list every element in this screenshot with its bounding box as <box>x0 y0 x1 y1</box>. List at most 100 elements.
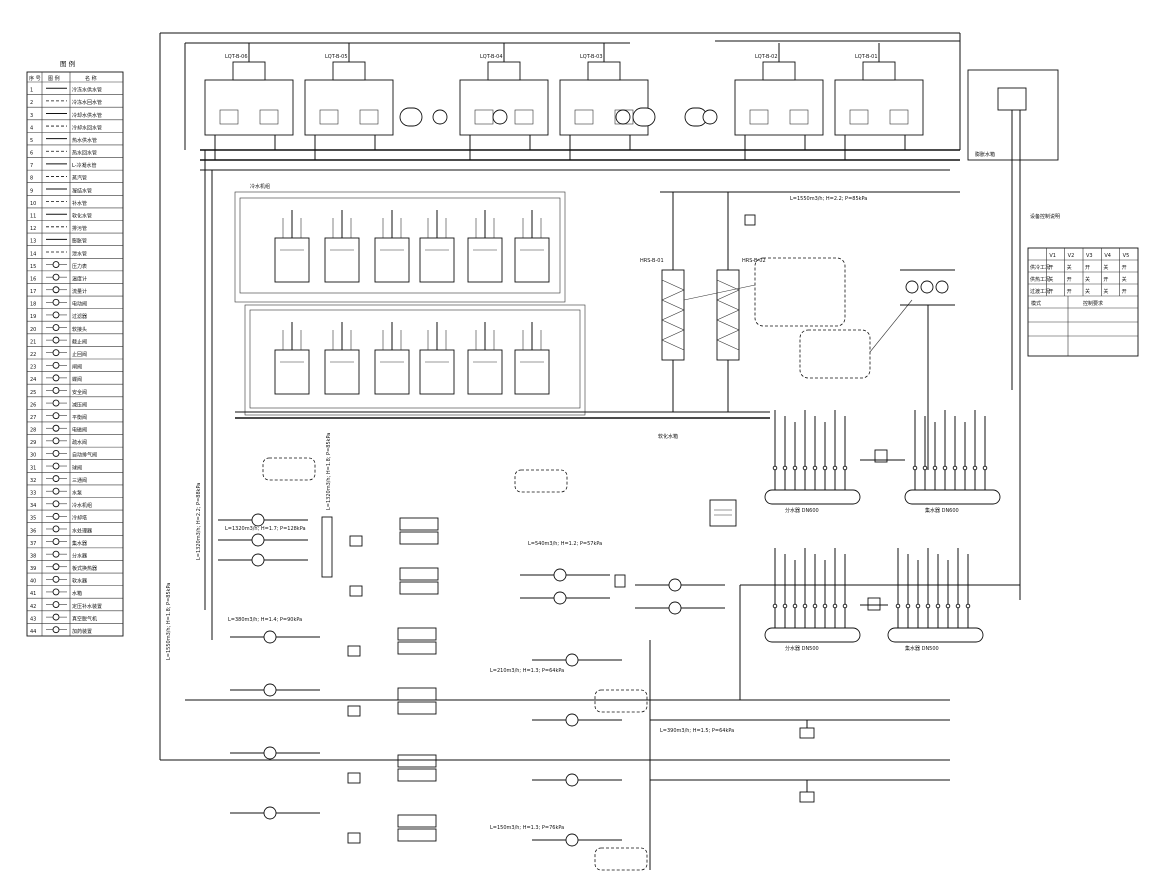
equipment-box <box>397 641 437 655</box>
pump <box>263 683 277 697</box>
cooling-tower <box>834 79 924 136</box>
chiller-unit <box>324 237 360 283</box>
cooling-tower <box>559 79 649 136</box>
legend-device-symbol <box>52 525 60 533</box>
tower-id: LQT-B-03 <box>580 54 603 60</box>
cooling-tower <box>304 79 394 136</box>
cooling-tower <box>734 79 824 136</box>
legend-row-no: 40 <box>30 579 36 585</box>
chillers-group <box>274 210 550 395</box>
header-c-label: 分水器 DN500 <box>785 645 819 652</box>
control-table-cell: 关 <box>1067 264 1072 271</box>
legend-row-no: 11 <box>30 214 36 220</box>
legend-row-no: 36 <box>30 528 36 534</box>
control-table-foot-a: 模式 <box>1031 300 1041 307</box>
tower-fan-housing <box>762 61 796 81</box>
legend-device-symbol <box>52 500 60 508</box>
control-table-cell: 开 <box>1048 265 1053 271</box>
control-table-cell: 供冷工况 <box>1030 264 1050 271</box>
legend-row-no: 14 <box>30 251 36 257</box>
control-table-cell: 开 <box>1067 289 1072 295</box>
legend-col-name: 名 称 <box>85 75 97 82</box>
treatment-units <box>399 107 718 127</box>
legend-row-no: 21 <box>30 339 36 345</box>
control-table-cell: 开 <box>1067 277 1072 283</box>
legend-device-symbol <box>52 563 60 571</box>
pump <box>565 713 579 727</box>
chiller-unit <box>374 237 410 283</box>
legend-device-symbol <box>52 462 60 470</box>
cooling-tower <box>204 79 294 136</box>
tower-id: LQT-B-01 <box>855 54 878 60</box>
chiller-unit <box>514 349 550 395</box>
chiller-unit <box>514 237 550 283</box>
legend-row-name: 自动排气阀 <box>72 452 97 459</box>
legend-device-symbol <box>52 437 60 445</box>
chiller-unit <box>467 349 503 395</box>
legend-device-symbol <box>52 538 60 546</box>
pump <box>565 773 579 787</box>
legend-row-name: 止回阀 <box>72 351 87 358</box>
legend-device-symbol <box>52 575 60 583</box>
legend-row-no: 41 <box>30 591 36 597</box>
legend-row-name: 流量计 <box>72 288 87 295</box>
header-a-label: 分水器 DN600 <box>785 507 819 514</box>
legend-row-name: 分水器 <box>72 552 87 559</box>
legend-row-name: 水处理器 <box>72 527 92 534</box>
legend-row-no: 43 <box>30 616 36 622</box>
control-table-cell: 开 <box>1048 289 1053 295</box>
legend-row-no: 35 <box>30 516 36 522</box>
legend-row-no: 28 <box>30 428 36 434</box>
control-table-cell: 关 <box>1103 288 1108 295</box>
legend-row-name: 冷却水供水管 <box>72 112 102 119</box>
equipment-box <box>397 828 437 842</box>
legend-row-name: 膨胀管 <box>72 238 87 245</box>
legend-row-name: 水泵 <box>72 490 82 497</box>
legend-row-no: 3 <box>30 113 33 119</box>
legend-row-no: 42 <box>30 604 36 610</box>
pump <box>668 578 682 592</box>
legend-row-name: 冷却水回水管 <box>72 124 102 131</box>
legend-row-name: 温度计 <box>72 275 87 282</box>
legend-row-no: 13 <box>30 239 36 245</box>
tower-id: LQT-B-04 <box>480 54 503 60</box>
legend-row-no: 25 <box>30 390 36 396</box>
note-bubble <box>514 469 568 493</box>
pump <box>263 746 277 760</box>
legend-row-no: 6 <box>30 151 33 157</box>
control-table-cell: 开 <box>1103 277 1108 283</box>
control-table-cell: 过渡工况 <box>1030 288 1050 295</box>
legend-title: 图 例 <box>60 59 75 68</box>
legend-row-name: 定压补水装置 <box>72 603 102 610</box>
note-bubble-1 <box>754 257 846 327</box>
control-table-header: V2 <box>1068 253 1075 259</box>
equipment-box <box>397 687 437 701</box>
control-table-cell: 关 <box>1085 288 1090 295</box>
legend-row-name: 排污管 <box>72 225 87 232</box>
legend-row-name: 截止阀 <box>72 338 87 345</box>
equipment-box <box>399 581 439 595</box>
chiller-unit <box>274 237 310 283</box>
hx-b-label: HRS-B-02 <box>742 258 766 264</box>
legend-row-name: 冷水机组 <box>72 502 92 509</box>
chiller-grid: 冷水机组 <box>234 183 770 419</box>
legend-row-no: 7 <box>30 163 33 169</box>
legend-row-no: 27 <box>30 415 36 421</box>
legend-row-no: 22 <box>30 352 36 358</box>
pump-group-3-label: L=380m3/h; H=1.4; P=90kPa <box>228 617 302 623</box>
legend-row-name: 球阀 <box>72 464 82 471</box>
legend-row-name: 平衡阀 <box>72 414 87 421</box>
makeup-tank-panel: 膨胀水箱 <box>967 69 1059 600</box>
legend-row-name: 水箱 <box>72 590 82 597</box>
legend-row-name: 加药装置 <box>72 628 92 635</box>
legend-device-symbol <box>52 286 60 294</box>
legend-row-no: 24 <box>30 377 36 383</box>
vertical-label-3: L=1320m3/h; H=1.8; P=85kPa <box>326 433 332 510</box>
tower-id: LQT-B-05 <box>325 54 348 60</box>
equipment-box <box>397 814 437 828</box>
legend-row-name: 安全阀 <box>72 389 87 396</box>
header-a <box>764 489 861 505</box>
legend-device-symbol <box>52 601 60 608</box>
